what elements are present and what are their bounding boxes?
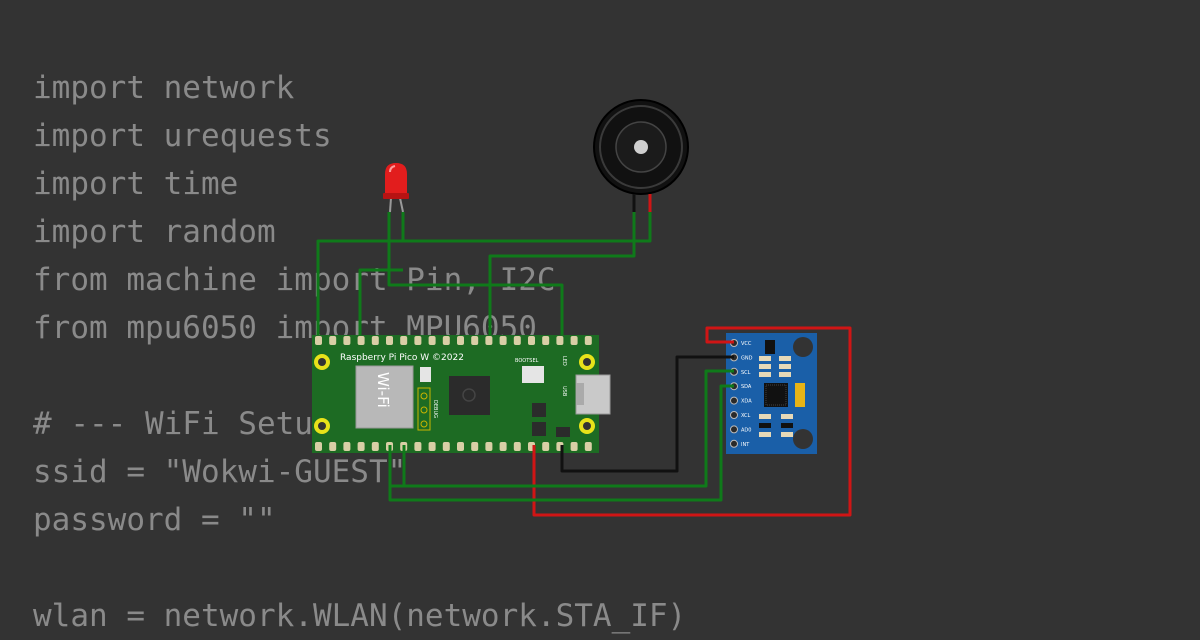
board-pin[interactable] — [329, 336, 337, 345]
board-pin[interactable] — [357, 442, 365, 451]
board-pin[interactable] — [386, 336, 393, 345]
debug-label: DEBUG — [432, 400, 438, 418]
code-line: import time — [33, 166, 239, 202]
board-pin[interactable] — [485, 442, 493, 451]
mpu-pin-int[interactable] — [730, 439, 738, 448]
board-pin[interactable] — [371, 442, 379, 451]
code-editor-background: import network import urequests import t… — [33, 64, 686, 640]
board-pin[interactable] — [371, 336, 379, 345]
wifi-label: Wi-Fi — [374, 372, 392, 408]
red-led[interactable] — [383, 163, 409, 213]
board-pin[interactable] — [315, 336, 322, 345]
board-pin[interactable] — [499, 442, 507, 451]
board-pin[interactable] — [556, 336, 564, 345]
board-pin[interactable] — [499, 336, 507, 345]
wires-lower — [388, 326, 852, 517]
mpu-pin-label: VCC — [741, 341, 752, 347]
board-pin[interactable] — [400, 336, 408, 345]
wires-green-top — [316, 200, 652, 340]
board-pin[interactable] — [542, 336, 550, 345]
mpu-pin-label: SDA — [741, 384, 752, 390]
board-pin[interactable] — [357, 336, 365, 345]
led-label: LED — [561, 356, 567, 366]
board-pin[interactable] — [457, 442, 464, 451]
pin-header-top — [315, 336, 592, 345]
board-pin[interactable] — [428, 442, 436, 451]
mpu-pin-label: XCL — [741, 413, 751, 419]
board-pin[interactable] — [584, 442, 592, 451]
board-pin[interactable] — [528, 336, 535, 345]
board-pin[interactable] — [513, 336, 521, 345]
code-line: password = "" — [33, 502, 276, 538]
pin-header-bottom — [315, 442, 592, 451]
board-pin[interactable] — [457, 336, 464, 345]
pico-w-board[interactable]: Raspberry Pi Pico W ©2022 Wi-Fi DEBUG BO… — [312, 335, 611, 453]
code-line: ssid = "Wokwi-GUEST" — [33, 454, 407, 490]
board-pin[interactable] — [343, 336, 351, 345]
bootsel-button[interactable] — [522, 366, 544, 383]
code-line: import network — [33, 70, 295, 106]
board-pin[interactable] — [315, 442, 322, 451]
code-line: from machine import Pin, I2C — [33, 262, 556, 298]
usb-label: USB — [561, 386, 567, 397]
mpu-pin-label: AD0 — [741, 427, 751, 433]
code-line: import urequests — [33, 118, 332, 154]
board-pin[interactable] — [471, 336, 479, 345]
board-pin[interactable] — [414, 442, 422, 451]
board-title: Raspberry Pi Pico W ©2022 — [340, 353, 464, 363]
buzzer[interactable] — [593, 99, 689, 195]
board-pin[interactable] — [584, 336, 592, 345]
mpu-pin-ad0[interactable] — [730, 425, 738, 434]
mpu-pin-label: GND — [741, 355, 753, 361]
board-pin[interactable] — [442, 442, 450, 451]
board-pin[interactable] — [542, 442, 550, 451]
board-pin[interactable] — [485, 336, 493, 345]
mpu-pin-label: XDA — [741, 399, 752, 405]
board-pin[interactable] — [471, 442, 479, 451]
board-pin[interactable] — [329, 442, 337, 451]
board-pin[interactable] — [570, 336, 578, 345]
mpu-pin-label: INT — [741, 442, 750, 448]
board-pin[interactable] — [570, 442, 578, 451]
board-pin[interactable] — [513, 442, 521, 451]
mpu-pin-xda[interactable] — [730, 396, 738, 405]
board-pin[interactable] — [442, 336, 450, 345]
mpu-pin-xcl[interactable] — [730, 411, 738, 419]
board-pin[interactable] — [343, 442, 351, 451]
bootsel-label: BOOTSEL — [515, 358, 539, 364]
board-pin[interactable] — [414, 336, 422, 345]
board-pin[interactable] — [428, 336, 436, 345]
code-line: wlan = network.WLAN(network.STA_IF) — [33, 598, 687, 634]
mpu-pin-label: SCL — [741, 370, 751, 376]
code-line: import random — [33, 214, 276, 250]
